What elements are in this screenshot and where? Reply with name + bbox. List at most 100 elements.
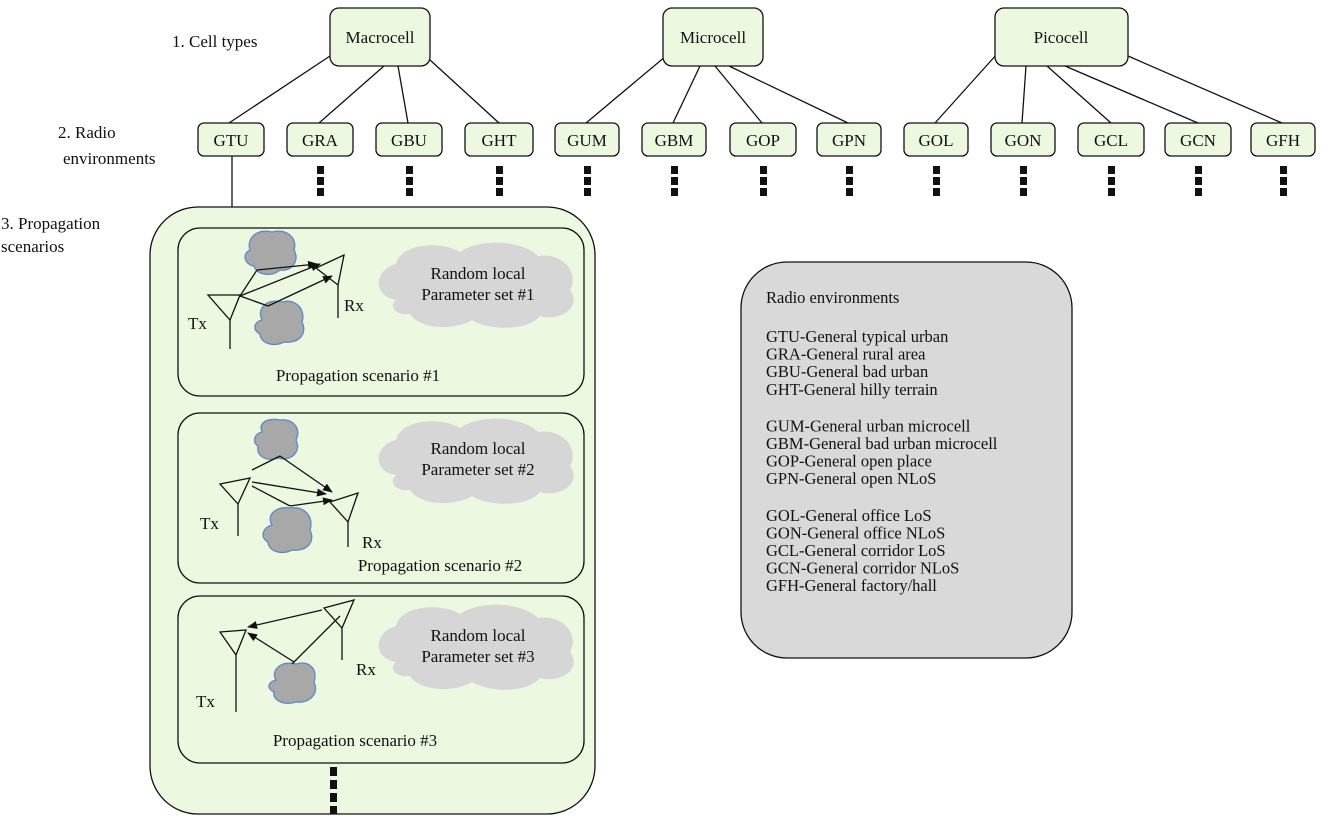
env-box-gop: GOP [729, 122, 797, 196]
cloud-text-line1: Random local [431, 626, 526, 645]
cell-environment-connectors [228, 53, 1283, 207]
env-box-gcl: GCL [1077, 122, 1145, 196]
legend-entry: GON-General office NLoS [766, 523, 945, 542]
continuation-dash [496, 166, 503, 174]
env-label: GUM [567, 131, 607, 150]
rx-label: Rx [344, 296, 364, 315]
env-box-ght: GHT [464, 122, 534, 196]
cloud-text-line2: Parameter set #3 [421, 647, 534, 666]
legend-entry: GOP-General open place [766, 452, 932, 471]
continuation-dash [496, 177, 503, 185]
continuation-dash [846, 177, 853, 185]
continuation-dash [1108, 188, 1115, 196]
continuation-dash [760, 177, 767, 185]
scatterer-blob [262, 507, 313, 554]
env-label: GPN [832, 131, 866, 150]
scatterer-blob [244, 230, 297, 276]
tx-antenna [206, 294, 241, 349]
env-box-gbu: GBU [375, 122, 443, 196]
tx-label: Tx [200, 514, 219, 533]
legend-entry: GOL-General office LoS [766, 506, 932, 525]
cloud-text-line2: Parameter set #1 [421, 285, 534, 304]
legend-entry: GHT-General hilly terrain [766, 380, 938, 399]
random-parameter-cloud [378, 242, 574, 328]
cloud-text-line1: Random local [431, 439, 526, 458]
legend-entry: GBU-General bad urban [766, 362, 928, 381]
scenario-caption: Propagation scenario #2 [358, 556, 522, 575]
random-parameter-cloud [378, 604, 574, 690]
env-label: GFH [1266, 131, 1300, 150]
legend-entry: GUM-General urban microcell [766, 416, 971, 435]
env-label: GTU [214, 131, 249, 150]
scenario-box-3: Random local Parameter set #3 Tx Rx Prop… [177, 595, 585, 764]
env-box-gfh: GFH [1250, 122, 1316, 196]
legend-title: Radio environments [766, 288, 899, 307]
continuation-dash [760, 188, 767, 196]
legend-entry: GRA-General rural area [766, 345, 926, 364]
continuation-dash [933, 177, 940, 185]
continuation-dash [1020, 177, 1027, 185]
continuation-dash [1108, 166, 1115, 174]
env-box-gum: GUM [554, 122, 620, 196]
continuation-dash [406, 177, 413, 185]
continuation-dash [933, 188, 940, 196]
rx-label: Rx [356, 660, 376, 679]
legend-entry: GBM-General bad urban microcell [766, 434, 998, 453]
scenario-box-2: Random local Parameter set #2 Tx Rx Prop… [177, 412, 585, 584]
env-label: GOL [919, 131, 954, 150]
continuation-dash [1195, 177, 1202, 185]
env-box-gtu: GTU [197, 122, 265, 157]
level-label-propagation-line2: scenarios [1, 237, 64, 256]
env-label: GOP [746, 131, 780, 150]
legend-box: Radio environments GTU-General typical u… [740, 261, 1073, 659]
rx-antenna [322, 599, 356, 660]
env-label: GCN [1180, 131, 1216, 150]
env-box-gbm: GBM [641, 122, 707, 196]
rx-antenna [328, 491, 360, 547]
level-label-propagation-line1: 3. Propagation [1, 214, 101, 233]
tx-label: Tx [188, 314, 207, 333]
continuation-dash [1280, 177, 1287, 185]
legend-entry: GTU-General typical urban [766, 327, 948, 346]
scatterer-blob [268, 662, 317, 704]
continuation-dash [584, 166, 591, 174]
env-label: GRA [302, 131, 339, 150]
continuation-dash [933, 166, 940, 174]
tx-antenna [218, 629, 247, 712]
cell-box-microcell: Microcell [662, 7, 764, 67]
continuation-dash [1195, 188, 1202, 196]
continuation-dash [1108, 177, 1115, 185]
env-box-gcn: GCN [1164, 122, 1232, 196]
scenario-caption: Propagation scenario #1 [276, 366, 440, 385]
continuation-dash [584, 177, 591, 185]
scatterer-blob [254, 300, 305, 346]
radio-environment-boxes: GTU GRA GBU GHT GUM GBM GOP GPN GOL GON GCL GCN GFH [197, 122, 1316, 196]
continuation-dash [1020, 188, 1027, 196]
cell-box-picocell: Picocell [994, 7, 1129, 67]
env-box-gon: GON [990, 122, 1056, 196]
continuation-dash [671, 188, 678, 196]
cell-box-macrocell: Macrocell [329, 7, 431, 67]
continuation-dash [317, 166, 324, 174]
legend-entry: GCL-General corridor LoS [766, 541, 946, 560]
continuation-dash [496, 188, 503, 196]
env-label: GBM [655, 131, 694, 150]
env-box-gol: GOL [903, 122, 969, 196]
propagation-paths [247, 609, 341, 665]
continuation-dash [317, 177, 324, 185]
cell-label-microcell: Microcell [680, 28, 746, 47]
continuation-dash [671, 166, 678, 174]
env-box-gpn: GPN [816, 122, 882, 196]
continuation-dash [317, 188, 324, 196]
level-label-cell-types: 1. Cell types [172, 32, 257, 51]
scenario-box-1: Random local Parameter set #1 Tx Rx Prop… [177, 227, 585, 397]
continuation-dash [846, 188, 853, 196]
level-label-radio-line2: environments [63, 149, 156, 168]
propagation-paths [251, 455, 333, 507]
cell-label-macrocell: Macrocell [346, 28, 415, 47]
level-label-radio-line1: 2. Radio [58, 123, 116, 142]
continuation-dash [1195, 166, 1202, 174]
tx-antenna [218, 477, 252, 536]
